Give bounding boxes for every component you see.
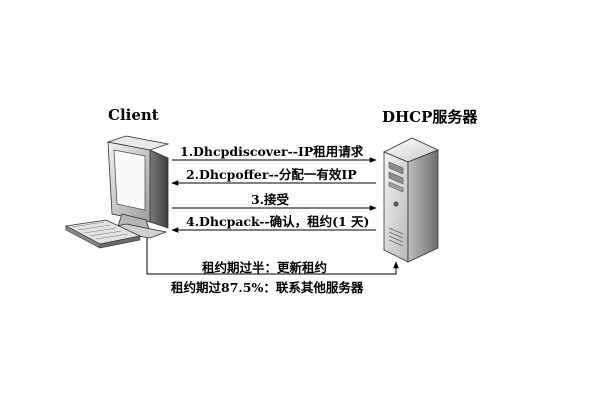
message-ack: 4.Dhcpack--确认，租约(1 天) xyxy=(186,214,370,229)
client-computer-icon xyxy=(64,135,170,249)
client-label: Client xyxy=(108,106,159,124)
message-discover: 1.Dhcpdiscover--IP租用请求 xyxy=(180,144,364,159)
renewal-half-note: 租约期过半：更新租约 xyxy=(202,260,328,275)
renewal-connector xyxy=(146,238,399,275)
server-label: DHCP服务器 xyxy=(382,108,478,126)
message-accept: 3.接受 xyxy=(251,192,290,207)
message-offer: 2.Dhcpoffer--分配一有效IP xyxy=(186,167,357,182)
dhcp-server-icon xyxy=(383,137,440,263)
renewal-875-note: 租约期过87.5%：联系其他服务器 xyxy=(171,280,364,295)
